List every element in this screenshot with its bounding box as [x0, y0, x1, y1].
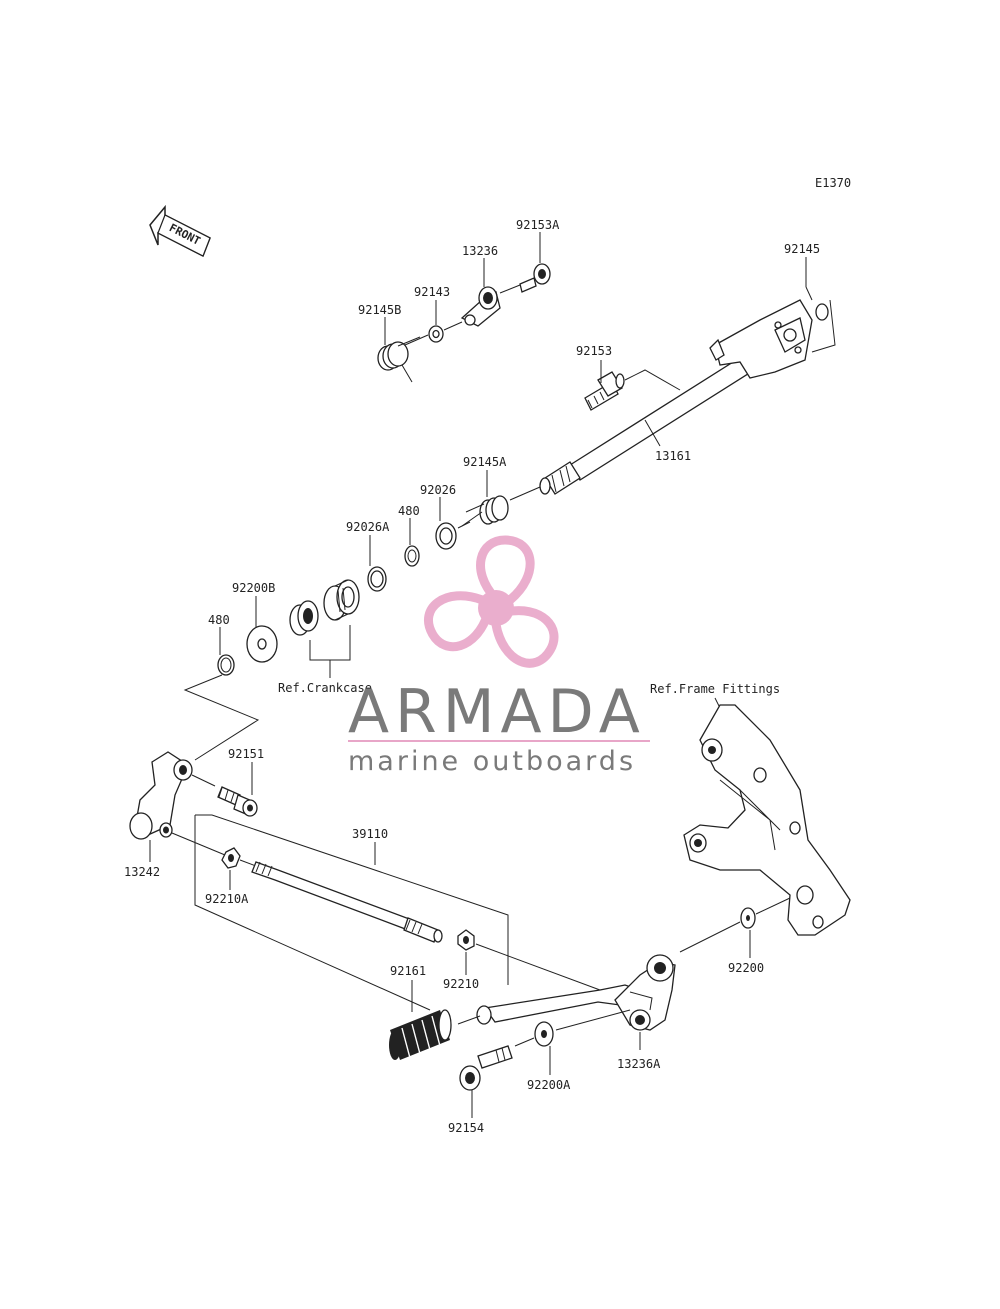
- washer-92200: [740, 907, 756, 929]
- label-92145: 92145: [784, 242, 820, 256]
- label-92153: 92153: [576, 344, 612, 358]
- washer-92026A: [367, 566, 387, 592]
- label-13236: 13236: [462, 244, 498, 258]
- label-39110: 39110: [352, 827, 388, 841]
- bolt-92151: [217, 786, 258, 817]
- label-92145A: 92145A: [463, 455, 507, 469]
- label-92026: 92026: [420, 483, 456, 497]
- bolt-92154: [459, 1045, 513, 1091]
- label-92145B: 92145B: [358, 303, 401, 317]
- label-92210: 92210: [443, 977, 479, 991]
- spring-92145A: [461, 495, 509, 527]
- watermark-tagline: marine outboards: [348, 746, 636, 777]
- watermark-brand: ARMADA: [348, 677, 646, 747]
- label-92154: 92154: [448, 1121, 484, 1135]
- spring-92145B: [377, 336, 421, 383]
- washer-92200A: [534, 1021, 554, 1047]
- label-13236A: 13236A: [617, 1057, 661, 1071]
- label-92153A: 92153A: [516, 218, 560, 232]
- lever-13236: [460, 286, 501, 327]
- nut-92210: [457, 929, 475, 951]
- label-13242: 13242: [124, 865, 160, 879]
- nut-92210A: [221, 847, 241, 869]
- footrest-bracket: [683, 704, 851, 936]
- pedal-rubber-92161: [389, 1009, 452, 1060]
- lever-13242: [129, 751, 193, 840]
- label-92200B: 92200B: [232, 581, 275, 595]
- label-92210A: 92210A: [205, 892, 249, 906]
- label-92200: 92200: [728, 961, 764, 975]
- armada-logo-icon: [424, 535, 559, 668]
- front-arrow-icon: FRONT: [149, 204, 211, 258]
- bolt-92153: [584, 371, 625, 411]
- needle-bearing: [323, 579, 360, 621]
- shift-shaft-13161: [539, 299, 813, 495]
- label-92161: 92161: [390, 964, 426, 978]
- washer-92026: [435, 522, 457, 550]
- bolt-92153A: [519, 263, 551, 293]
- tie-rod-39110: [251, 861, 443, 943]
- collar-92143: [428, 325, 444, 343]
- label-92143: 92143: [414, 285, 450, 299]
- clip-92145: [815, 303, 829, 321]
- label-480-upper: 480: [398, 504, 420, 518]
- washer-92200B: [246, 625, 278, 663]
- label-480-lower: 480: [208, 613, 230, 627]
- shift-pedal-13236A: [476, 954, 676, 1031]
- label-92200A: 92200A: [527, 1078, 571, 1092]
- label-92026A: 92026A: [346, 520, 390, 534]
- label-ref-frame: Ref.Frame Fittings: [650, 682, 780, 696]
- label-92151: 92151: [228, 747, 264, 761]
- oil-seal: [289, 600, 319, 636]
- label-13161: 13161: [655, 449, 691, 463]
- diagram-code: E1370: [815, 176, 851, 190]
- label-ref-crankcase: Ref.Crankcase: [278, 681, 372, 695]
- circlip-480-upper: [404, 545, 420, 567]
- circlip-480-lower: [217, 654, 235, 676]
